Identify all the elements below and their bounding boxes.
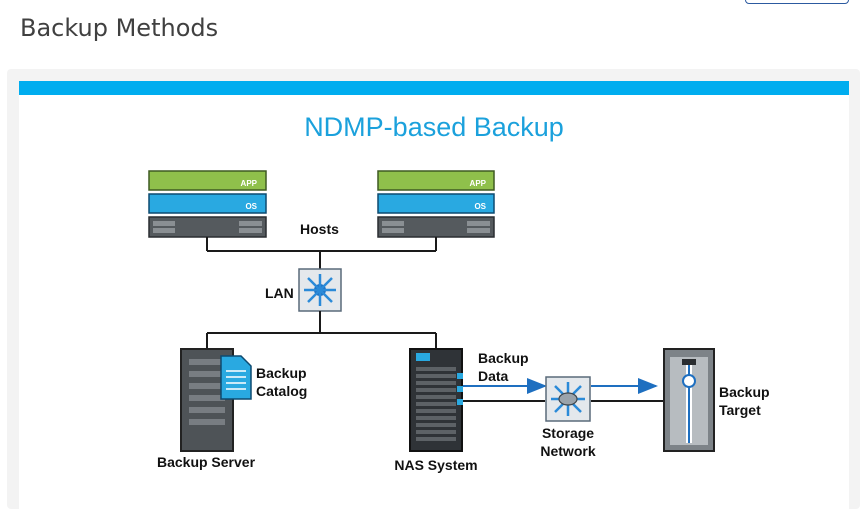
storage-links <box>463 378 663 402</box>
hosts-label: Hosts <box>300 221 339 237</box>
storage-network-label-line1: Storage <box>542 425 594 441</box>
nas-system-label: NAS System <box>394 457 477 473</box>
page-title: Backup Methods <box>20 14 219 42</box>
host-1: APP OS <box>148 170 267 238</box>
lan-connectors <box>206 311 437 349</box>
host-2-os-label: OS <box>474 202 486 211</box>
backup-catalog-document <box>220 355 252 400</box>
backup-data-label-line2: Data <box>478 368 509 384</box>
lan-label: LAN <box>265 285 294 301</box>
nas-system <box>409 348 463 452</box>
host-1-app-label: APP <box>241 179 258 188</box>
slide-accent-bar <box>19 81 849 95</box>
backup-data-label-line1: Backup <box>478 350 529 366</box>
storage-network-label-line2: Network <box>540 443 595 459</box>
backup-catalog-label-line2: Catalog <box>256 383 307 399</box>
backup-catalog-label-line1: Backup <box>256 365 307 381</box>
host-2: APP OS <box>377 170 495 238</box>
backup-target-label-line1: Backup <box>719 384 770 400</box>
diagram-slide: NDMP-based Backup APP OS APP OS <box>19 81 849 511</box>
storage-network-switch <box>545 376 591 422</box>
ndmp-diagram: NDMP-based Backup APP OS APP OS <box>148 112 770 473</box>
lan-switch <box>298 268 342 312</box>
host-1-os-label: OS <box>245 202 257 211</box>
backup-target-label-line2: Target <box>719 402 761 418</box>
diagram-card: NDMP-based Backup APP OS APP OS <box>7 69 860 511</box>
host-connectors <box>206 237 437 269</box>
top-action-button[interactable] <box>745 0 849 4</box>
backup-server-label: Backup Server <box>157 454 256 470</box>
diagram-title: NDMP-based Backup <box>304 112 564 142</box>
backup-target <box>663 348 715 452</box>
host-2-app-label: APP <box>470 179 487 188</box>
